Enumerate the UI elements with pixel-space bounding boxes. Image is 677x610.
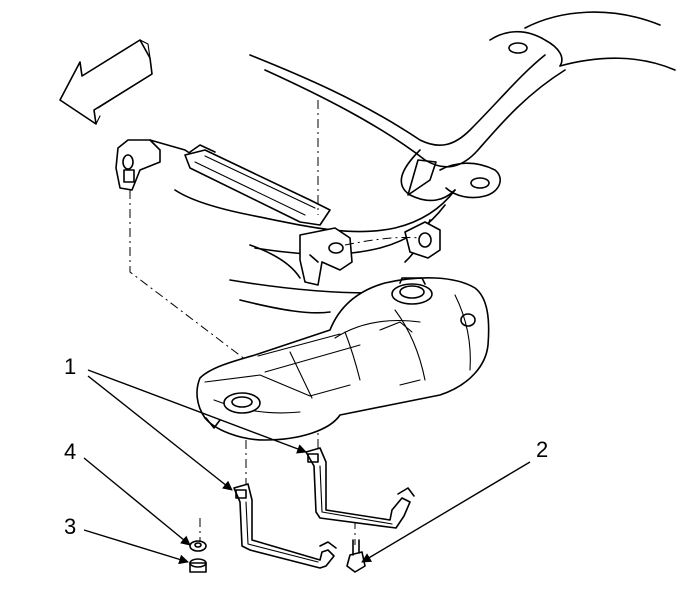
callout-4: 4 [64,439,77,464]
callout-2: 2 [536,437,549,462]
fuel-tank-strap-left [233,483,337,569]
callout-1: 1 [64,354,77,379]
callout-3: 3 [64,514,77,539]
strap-washer-nut [189,558,207,573]
leader-lines [83,369,531,565]
fuel-tank [196,277,490,441]
strap-bolt [346,539,366,573]
front-direction-arrow-icon [59,39,153,125]
fuel-tank-strap-right [305,447,415,529]
strap-nut [189,540,207,552]
vehicle-frame [115,11,676,314]
